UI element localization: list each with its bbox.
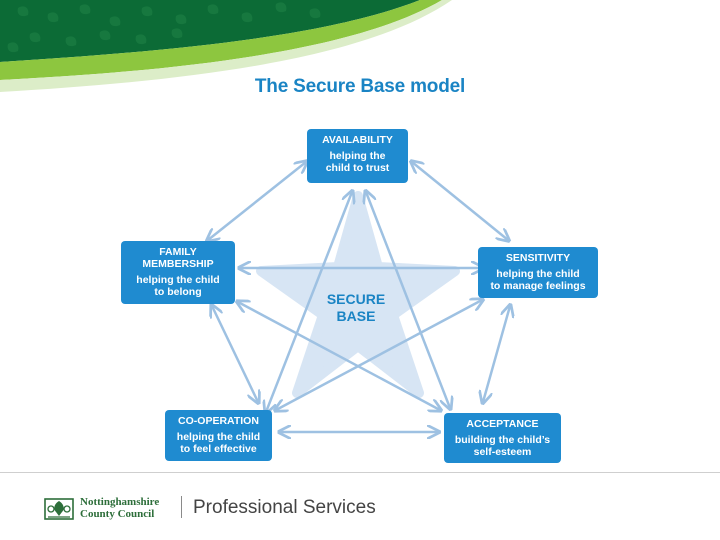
secure-base-label-line2: BASE (336, 308, 376, 324)
footer-separator (181, 496, 182, 518)
node-cooperation-text-1: helping the child (176, 431, 261, 443)
council-name-line1: Nottinghamshire (80, 496, 160, 508)
council-name-line2: County Council (80, 508, 155, 520)
node-availability: AVAILABILITY helping the child to trust (307, 129, 408, 183)
node-family-heading-2: MEMBERSHIP (142, 258, 214, 270)
arrow-sensitivity-acceptance (483, 306, 510, 402)
node-sensitivity-text-1: helping the child (496, 268, 580, 280)
node-sensitivity: SENSITIVITY helping the child to manage … (478, 247, 598, 298)
footer-divider (0, 472, 720, 473)
node-availability-text-2: child to trust (325, 162, 390, 174)
node-acceptance-text-1: building the child’s (454, 434, 551, 446)
node-acceptance: ACCEPTANCE building the child’s self-est… (444, 413, 561, 463)
node-family-heading-1: FAMILY (159, 246, 197, 258)
node-family-text-1: helping the child (136, 274, 220, 286)
header-banner (0, 0, 452, 92)
node-family-text-2: to belong (154, 286, 202, 298)
node-sensitivity-heading: SENSITIVITY (505, 252, 571, 264)
secure-base-label-line1: SECURE (326, 291, 386, 307)
node-acceptance-text-2: self-esteem (473, 446, 532, 458)
node-availability-heading: AVAILABILITY (322, 134, 393, 146)
arrow-sensitivity-cooperation (276, 300, 482, 410)
node-sensitivity-text-2: to manage feelings (490, 280, 586, 292)
council-name: Nottinghamshire County Council (80, 496, 159, 520)
node-cooperation: CO-OPERATION helping the child to feel e… (165, 410, 272, 461)
node-availability-text-1: helping the (329, 150, 386, 162)
arrow-cooperation-family (212, 306, 258, 402)
secure-base-label: SECURE BASE (306, 291, 406, 325)
footer-service-title: Professional Services (193, 497, 376, 518)
node-cooperation-text-2: to feel effective (180, 443, 257, 455)
arrow-availability-sensitivity (412, 162, 508, 240)
arrow-family-availability (208, 162, 306, 240)
node-family-membership: FAMILY MEMBERSHIP helping the child to b… (121, 241, 235, 304)
node-acceptance-heading: ACCEPTANCE (466, 418, 539, 430)
council-logo-icon (44, 498, 74, 520)
page-title: The Secure Base model (254, 76, 466, 97)
node-cooperation-heading: CO-OPERATION (178, 415, 259, 427)
